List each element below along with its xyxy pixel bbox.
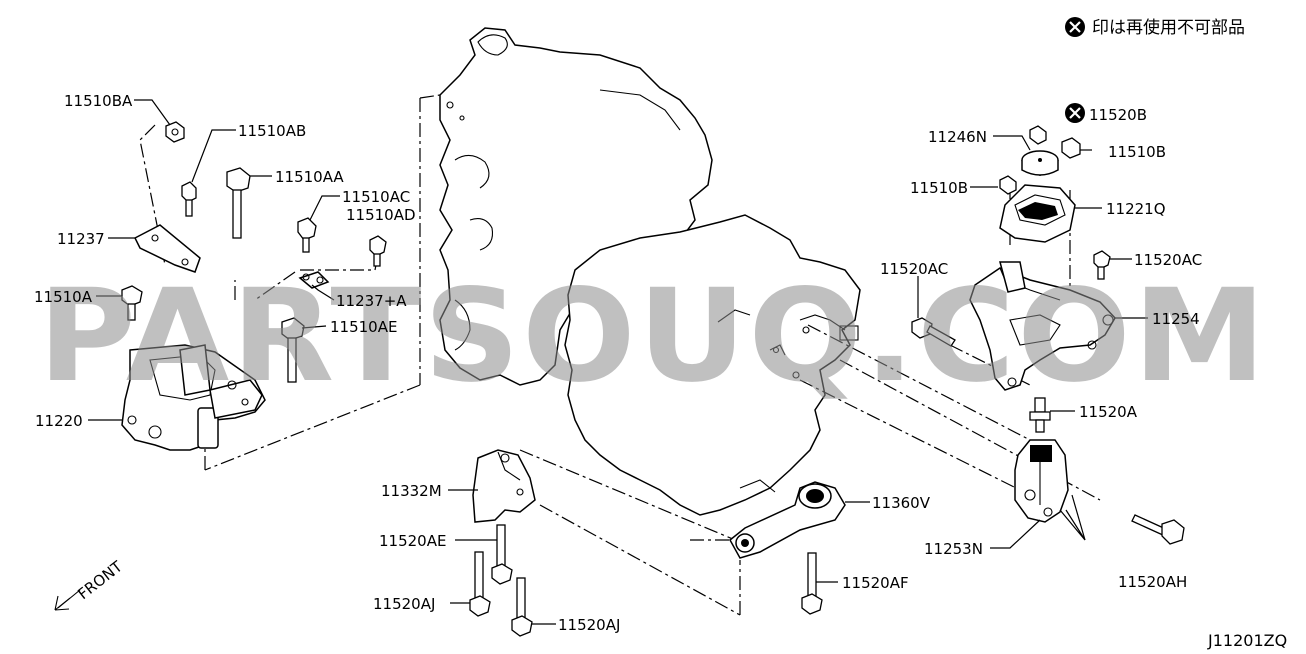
left-engine-mount <box>121 344 266 451</box>
label-11520aj-left: 11520AJ <box>373 595 435 613</box>
watermark-text: PARTSOUQ.COM <box>38 262 1268 411</box>
right-upper-fasteners <box>911 125 1111 433</box>
non-reusable-note: 印は再使用不可部品 <box>1065 17 1245 123</box>
label-11360v: 11360V <box>872 494 931 512</box>
label-11520b: 11520B <box>1089 106 1147 124</box>
label-11510ad: 11510AD <box>346 206 416 224</box>
right-mount-bracket-11254 <box>969 261 1116 391</box>
label-11510b-right: 11510B <box>1108 143 1166 161</box>
label-11520ac-right: 11520AC <box>1134 251 1202 269</box>
transmission-outline <box>564 214 861 516</box>
label-11246n: 11246N <box>928 128 987 146</box>
label-11510a: 11510A <box>34 288 93 306</box>
label-11510ba: 11510BA <box>64 92 133 110</box>
rear-bracket-11332m <box>472 449 536 523</box>
label-11520ac-left: 11520AC <box>880 260 948 278</box>
label-11520a: 11520A <box>1079 403 1138 421</box>
label-11220: 11220 <box>35 412 83 430</box>
front-direction-arrow: FRONT <box>54 557 127 611</box>
label-11510ab: 11510AB <box>238 122 306 140</box>
label-11510ae: 11510AE <box>330 318 397 336</box>
cap-11246n <box>1021 150 1059 176</box>
plate-11237a <box>298 271 330 289</box>
torque-rod-fasteners <box>801 552 823 615</box>
torque-rod-11360v <box>729 481 846 559</box>
bolt-11520ah <box>1131 514 1185 545</box>
label-11254: 11254 <box>1152 310 1200 328</box>
insulator-11221q <box>999 184 1076 243</box>
label-11520af: 11520AF <box>842 574 909 592</box>
label-11510aa: 11510AA <box>275 168 344 186</box>
label-leaders <box>88 99 1148 625</box>
left-fasteners <box>121 121 387 383</box>
label-11510ac: 11510AC <box>342 188 410 206</box>
label-11520ae: 11520AE <box>379 532 446 550</box>
label-11221q: 11221Q <box>1106 200 1166 218</box>
assembly-dash-lines <box>139 94 1101 616</box>
figure-code: J11201ZQ <box>1207 631 1287 650</box>
label-11237a: 11237+A <box>336 292 407 310</box>
rear-bracket-fasteners <box>469 524 533 637</box>
bracket-11237 <box>133 224 201 273</box>
part-labels: 11510BA 11510AB 11510AA 11510AC 11510AD … <box>34 92 1202 634</box>
note-text: 印は再使用不可部品 <box>1092 17 1245 38</box>
label-11332m: 11332M <box>381 482 442 500</box>
label-11520aj-right: 11520AJ <box>558 616 620 634</box>
label-11520ah: 11520AH <box>1118 573 1187 591</box>
lower-mount-11253n <box>1014 439 1069 523</box>
label-11237: 11237 <box>57 230 105 248</box>
front-label: FRONT <box>74 557 126 603</box>
label-11510b-left: 11510B <box>910 179 968 197</box>
label-11253n: 11253N <box>924 540 983 558</box>
